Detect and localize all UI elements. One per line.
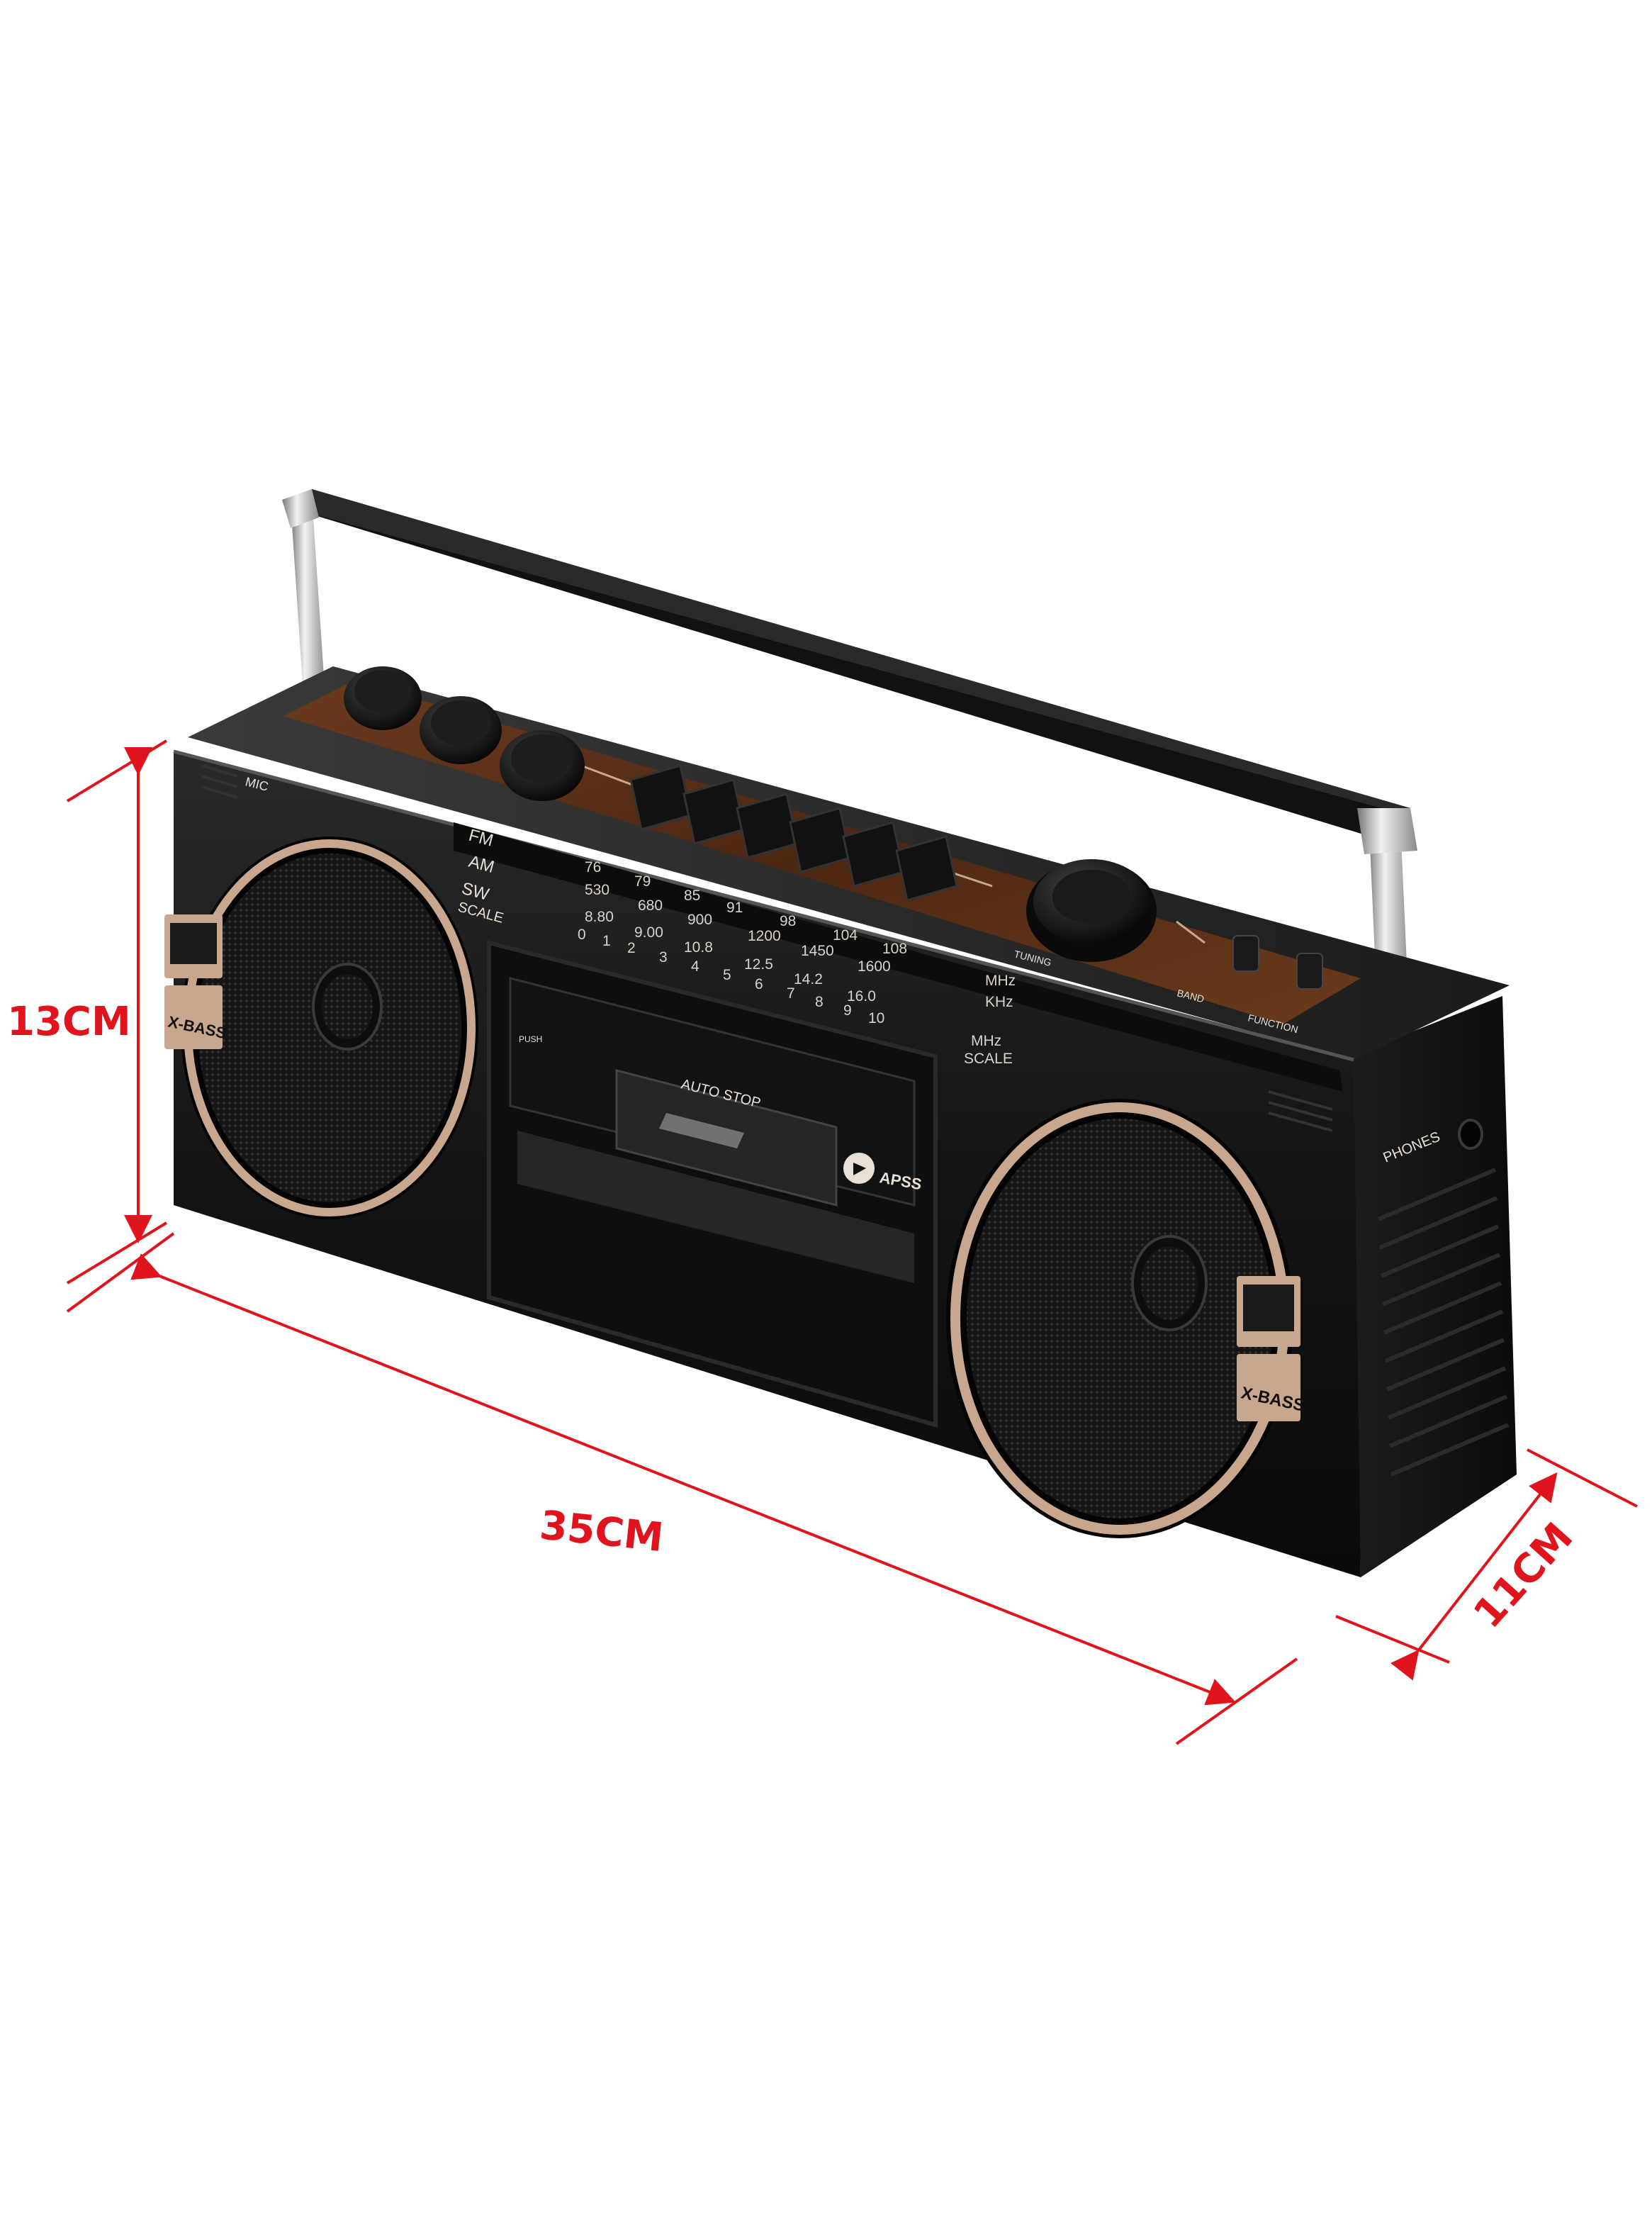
numeric-scale-row: 0 1 2 3 4 5 6 7 8 9 10: [578, 927, 884, 1026]
scale-tick: 4: [691, 958, 699, 975]
am-tick: 900: [687, 912, 712, 928]
scale-tick: 1: [602, 933, 611, 949]
depth-label: 11CM: [1465, 1514, 1582, 1637]
tuner-scale: [454, 822, 1343, 1092]
scale-tick: 9: [843, 1002, 852, 1019]
scale-tick: 7: [787, 985, 795, 1002]
height-label: 13CM: [7, 999, 131, 1045]
fm-tick: 85: [684, 888, 700, 904]
fm-tick: 98: [780, 913, 796, 929]
tuning-dial[interactable]: [1026, 859, 1157, 962]
band-function-switches[interactable]: [1232, 935, 1323, 990]
scale-tick: 8: [815, 994, 824, 1010]
am-tick: 1200: [748, 928, 781, 944]
sw-tick: 10.8: [684, 939, 713, 956]
am-tick: 530: [585, 882, 609, 898]
unit-mhz: MHz: [985, 973, 1016, 989]
fm-tick: 104: [833, 927, 858, 944]
unit-khz: KHz: [985, 994, 1013, 1010]
scale-tick: 3: [659, 949, 668, 966]
sw-tick: 14.2: [794, 971, 823, 987]
fm-tick: 91: [726, 900, 743, 916]
tone-knob[interactable]: [420, 696, 502, 764]
cassette-keys[interactable]: [629, 764, 958, 902]
headphone-jack[interactable]: [1458, 1119, 1483, 1150]
am-tick: 680: [638, 897, 663, 914]
scale-tick: 10: [868, 1010, 884, 1026]
right-xbass-badge: [1237, 1276, 1300, 1421]
unit-mhz-sw: MHz: [971, 1033, 1001, 1049]
scale-tick: 6: [755, 976, 763, 992]
sw-scale-row: 8.80 9.00 10.8 12.5 14.2 16.0: [585, 909, 876, 1004]
sw-tick: 12.5: [744, 956, 773, 973]
push-label: PUSH: [519, 1034, 542, 1044]
front-vents: [201, 764, 1333, 1132]
scale-tick: 2: [627, 940, 636, 956]
length-label: 35CM: [538, 1502, 666, 1561]
bass-knob[interactable]: [500, 730, 585, 801]
sw-tick: 9.00: [634, 924, 663, 941]
depth-dimension: [1335, 1448, 1638, 1681]
volume-knob-1[interactable]: [344, 666, 422, 730]
sw-tick: 16.0: [847, 988, 876, 1004]
height-dimension: [66, 739, 168, 1285]
fm-scale-row: 76 79 85 91 98 104 108: [585, 859, 907, 957]
sw-tick: 8.80: [585, 909, 614, 925]
scale-tick: 0: [578, 927, 586, 943]
am-tick: 1450: [801, 943, 834, 959]
am-tick: 1600: [858, 958, 891, 975]
left-speaker: [181, 836, 478, 1219]
side-ribs: [1377, 1168, 1510, 1477]
apss-logo: [843, 1153, 875, 1184]
left-xbass-badge: [164, 914, 223, 1049]
fm-tick: 108: [882, 941, 907, 957]
am-scale-row: 530 680 900 1200 1450 1600: [585, 882, 891, 975]
fm-tick: 76: [585, 859, 601, 875]
unit-scale: SCALE: [964, 1051, 1013, 1067]
scale-tick: 5: [723, 967, 731, 983]
fm-tick: 79: [634, 873, 651, 890]
length-dimension: [66, 1232, 1298, 1745]
